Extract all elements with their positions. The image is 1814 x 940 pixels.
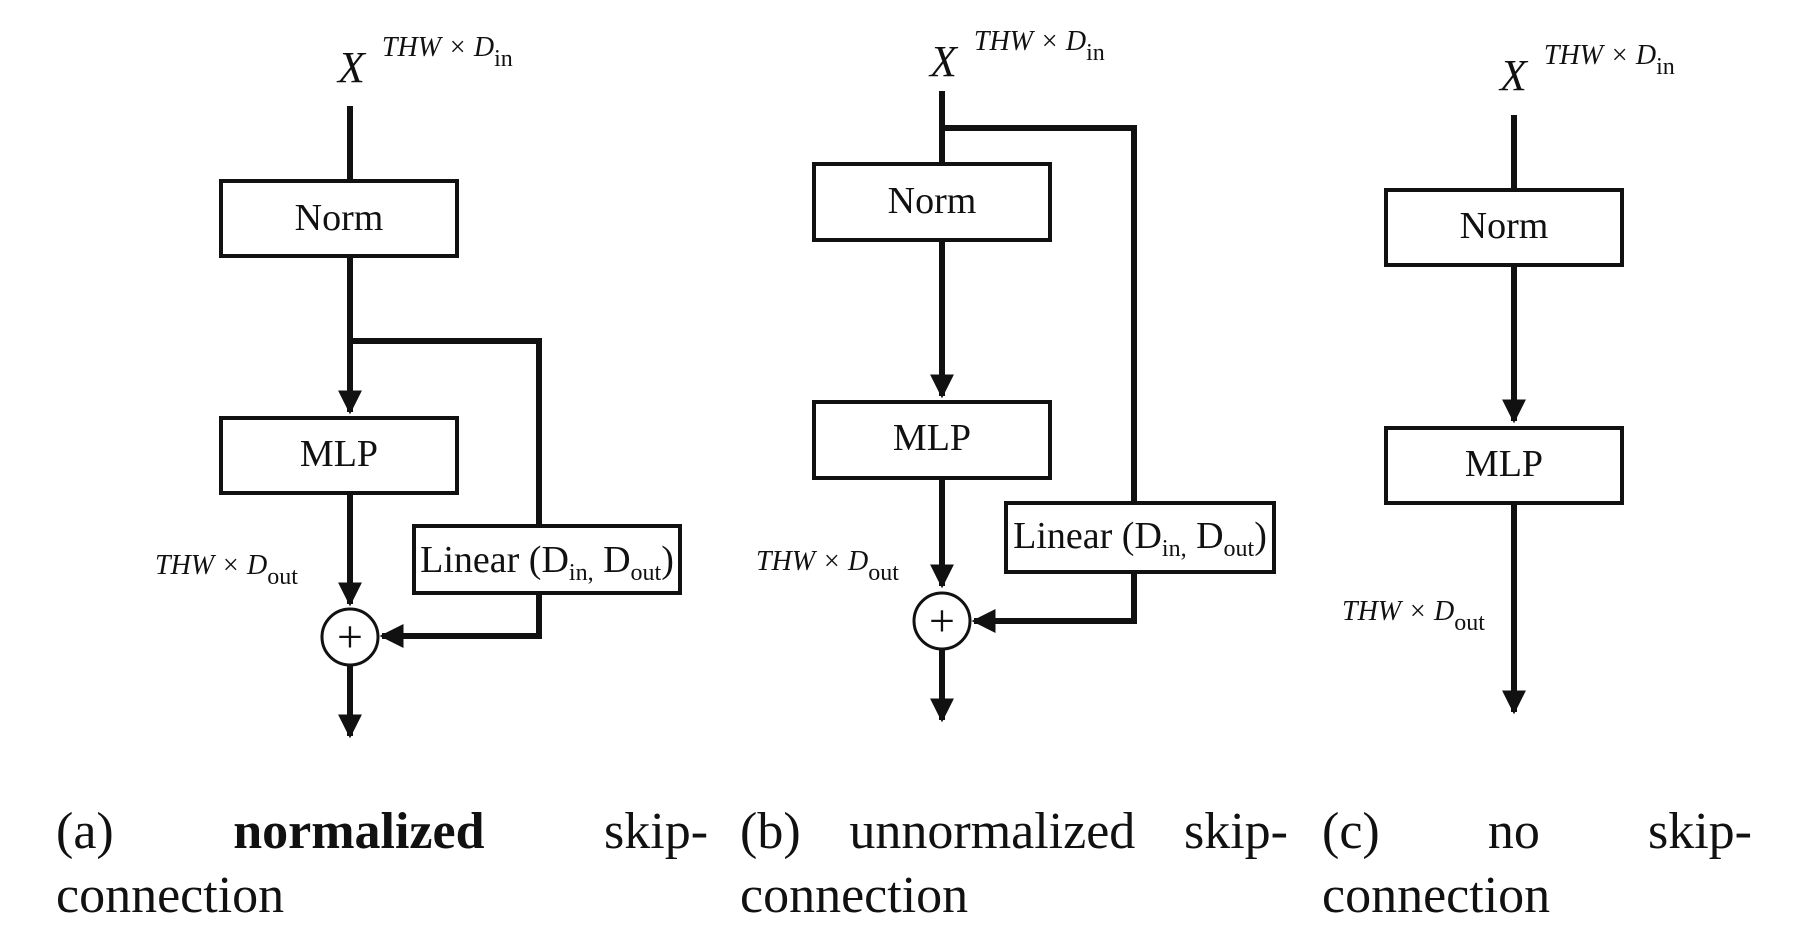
skip-branch-b xyxy=(942,125,1137,505)
caption-b-rest: unnormalized skip-connection xyxy=(740,803,1288,924)
caption-c-prefix: (c) xyxy=(1322,803,1380,860)
skip-branch-a xyxy=(350,338,542,527)
output-dim-label-c: THW × Dout xyxy=(1342,596,1485,636)
sum-symbol-b: + xyxy=(929,595,955,646)
input-label-b: X THW × Din xyxy=(928,26,1105,86)
caption-a: (a) normalized skip-connection xyxy=(56,800,708,928)
architecture-diagram: X THW × Din Norm MLP THW × Dout Linear (… xyxy=(155,26,1675,739)
mlp-label-b: MLP xyxy=(893,417,971,459)
output-dim-label-b: THW × Dout xyxy=(756,546,899,586)
panel-b: X THW × Din Norm MLP THW × Dout Linear (… xyxy=(756,26,1276,723)
caption-a-rest: skip-connection xyxy=(56,803,709,924)
output-dim-label-a: THW × Dout xyxy=(155,550,298,590)
norm-label-c: Norm xyxy=(1460,205,1549,247)
panel-c: X THW × Din Norm MLP THW × Dout xyxy=(1342,40,1675,715)
linear-box-b xyxy=(1004,501,1276,574)
caption-c: (c) no skip-connection xyxy=(1322,800,1752,928)
sum-symbol-a: + xyxy=(337,611,363,662)
linear-to-sum-arrow-b xyxy=(971,572,1137,633)
linear-to-sum-arrow-a xyxy=(379,593,542,648)
norm-label-a: Norm xyxy=(295,197,384,239)
linear-label-a: Linear (Din, Dout) xyxy=(420,539,674,586)
caption-b: (b) unnormalized skip-connection xyxy=(740,800,1288,928)
caption-a-prefix: (a) xyxy=(56,803,114,860)
norm-label-b: Norm xyxy=(888,180,977,222)
mlp-label-c: MLP xyxy=(1465,443,1543,485)
caption-b-prefix: (b) xyxy=(740,803,801,860)
caption-c-rest: no skip-connection xyxy=(1322,803,1752,924)
caption-a-bold: normalized xyxy=(233,803,485,860)
panel-a: X THW × Din Norm MLP THW × Dout Linear (… xyxy=(155,32,682,739)
norm-box-b xyxy=(812,162,1052,242)
linear-box-a xyxy=(412,524,682,595)
mlp-box-b xyxy=(812,400,1052,480)
mlp-box-a xyxy=(219,416,459,495)
mlp-label-a: MLP xyxy=(300,433,378,475)
mlp-box-c xyxy=(1384,426,1624,505)
norm-box-a xyxy=(219,179,459,258)
input-label-c: X THW × Din xyxy=(1498,40,1675,100)
linear-label-b: Linear (Din, Dout) xyxy=(1013,515,1267,562)
input-label-a: X THW × Din xyxy=(336,32,513,92)
norm-box-c xyxy=(1384,188,1624,267)
